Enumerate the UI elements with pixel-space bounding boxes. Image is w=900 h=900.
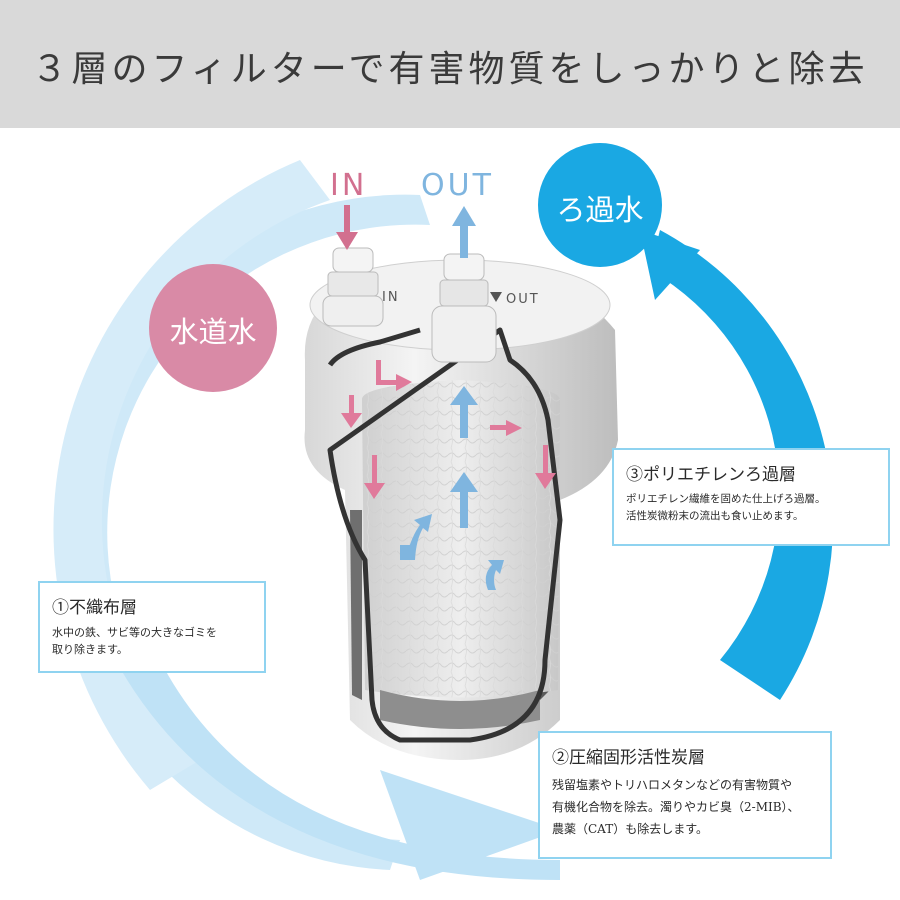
layer-3-description: ポリエチレン繊維を固めた仕上げろ過層。 活性炭微粉末の流出も食い止めます。 bbox=[626, 493, 826, 522]
layer-1-box: ①不織布層 水中の鉄、サビ等の大きなゴミを 取り除きます。 bbox=[38, 581, 266, 673]
cap-out-label: OUT bbox=[506, 292, 540, 307]
inflow-arrows bbox=[341, 360, 556, 499]
tap-water-label: 水道水 bbox=[169, 315, 257, 349]
out-label: OUT bbox=[421, 168, 494, 203]
filter-core-fiber bbox=[361, 380, 560, 698]
water-flow-arc-cyan bbox=[650, 230, 834, 700]
layer-1-title: ①不織布層 bbox=[52, 598, 137, 618]
in-nozzle bbox=[322, 247, 384, 327]
filtered-water-bubble bbox=[538, 143, 662, 267]
arrow-up-icon bbox=[452, 206, 476, 258]
out-nozzle bbox=[431, 253, 497, 363]
water-flow-arc-light-wide bbox=[53, 160, 330, 790]
layer-1-description: 水中の鉄、サビ等の大きなゴミを 取り除きます。 bbox=[52, 626, 217, 656]
water-flow-arc-cyan-head bbox=[640, 230, 700, 300]
layer-3-title: ③ポリエチレンろ過層 bbox=[626, 465, 796, 485]
cartridge-side-strip bbox=[350, 510, 362, 700]
layer-outline bbox=[327, 327, 563, 743]
layer-3-box: ③ポリエチレンろ過層 ポリエチレン繊維を固めた仕上げろ過層。 活性炭微粉末の流出… bbox=[612, 448, 890, 546]
arrow-down-icon bbox=[336, 205, 358, 250]
page-title: ３層のフィルターで有害物質をしっかりと除去 bbox=[31, 49, 869, 90]
outflow-arrows bbox=[450, 386, 478, 528]
cap-in-label: IN bbox=[382, 290, 400, 305]
header-bar: ３層のフィルターで有害物質をしっかりと除去 bbox=[0, 0, 900, 128]
in-label: IN bbox=[330, 168, 368, 203]
layer-2-description: 残留塩素やトリハロメタンなどの有害物質や 有機化合物を除去。濁りやカビ臭（2-M… bbox=[552, 778, 800, 836]
filter-core-bottom-band bbox=[380, 690, 540, 729]
layer-2-title: ②圧縮固形活性炭層 bbox=[552, 748, 705, 768]
water-flow-arc-bottom-tip bbox=[380, 770, 560, 880]
curved-arrow-icon bbox=[400, 514, 504, 590]
layer-2-box: ②圧縮固形活性炭層 残留塩素やトリハロメタンなどの有害物質や 有機化合物を除去。… bbox=[538, 731, 832, 859]
filtered-water-label: ろ過水 bbox=[556, 193, 644, 227]
triangle-icon bbox=[490, 292, 502, 302]
tap-water-bubble bbox=[149, 264, 277, 392]
